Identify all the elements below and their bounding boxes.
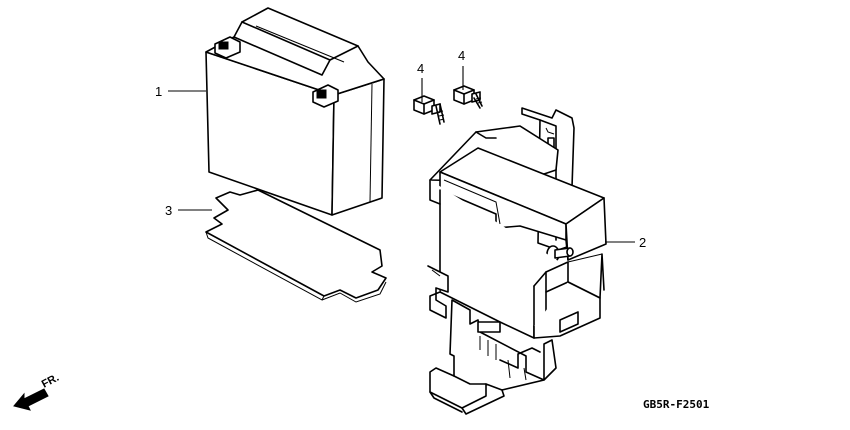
diagram-code: GB5R-F2501: [643, 398, 710, 411]
leader-lines: [168, 66, 635, 243]
callout-3: 3: [165, 203, 172, 218]
bolt-left: [413, 95, 445, 125]
callout-2: 2: [639, 235, 646, 250]
battery-pad: [205, 189, 387, 303]
callout-1: 1: [155, 84, 162, 99]
front-arrow-icon: [13, 388, 49, 411]
battery-terminal-left: [214, 36, 241, 59]
bolt-right: [453, 85, 483, 109]
battery: [205, 7, 385, 216]
battery-terminal-right: [312, 84, 339, 108]
battery-box: [427, 107, 607, 415]
front-marker-label: FR.: [40, 372, 61, 391]
callout-4-left: 4: [417, 61, 424, 76]
callout-4-right: 4: [458, 48, 465, 63]
